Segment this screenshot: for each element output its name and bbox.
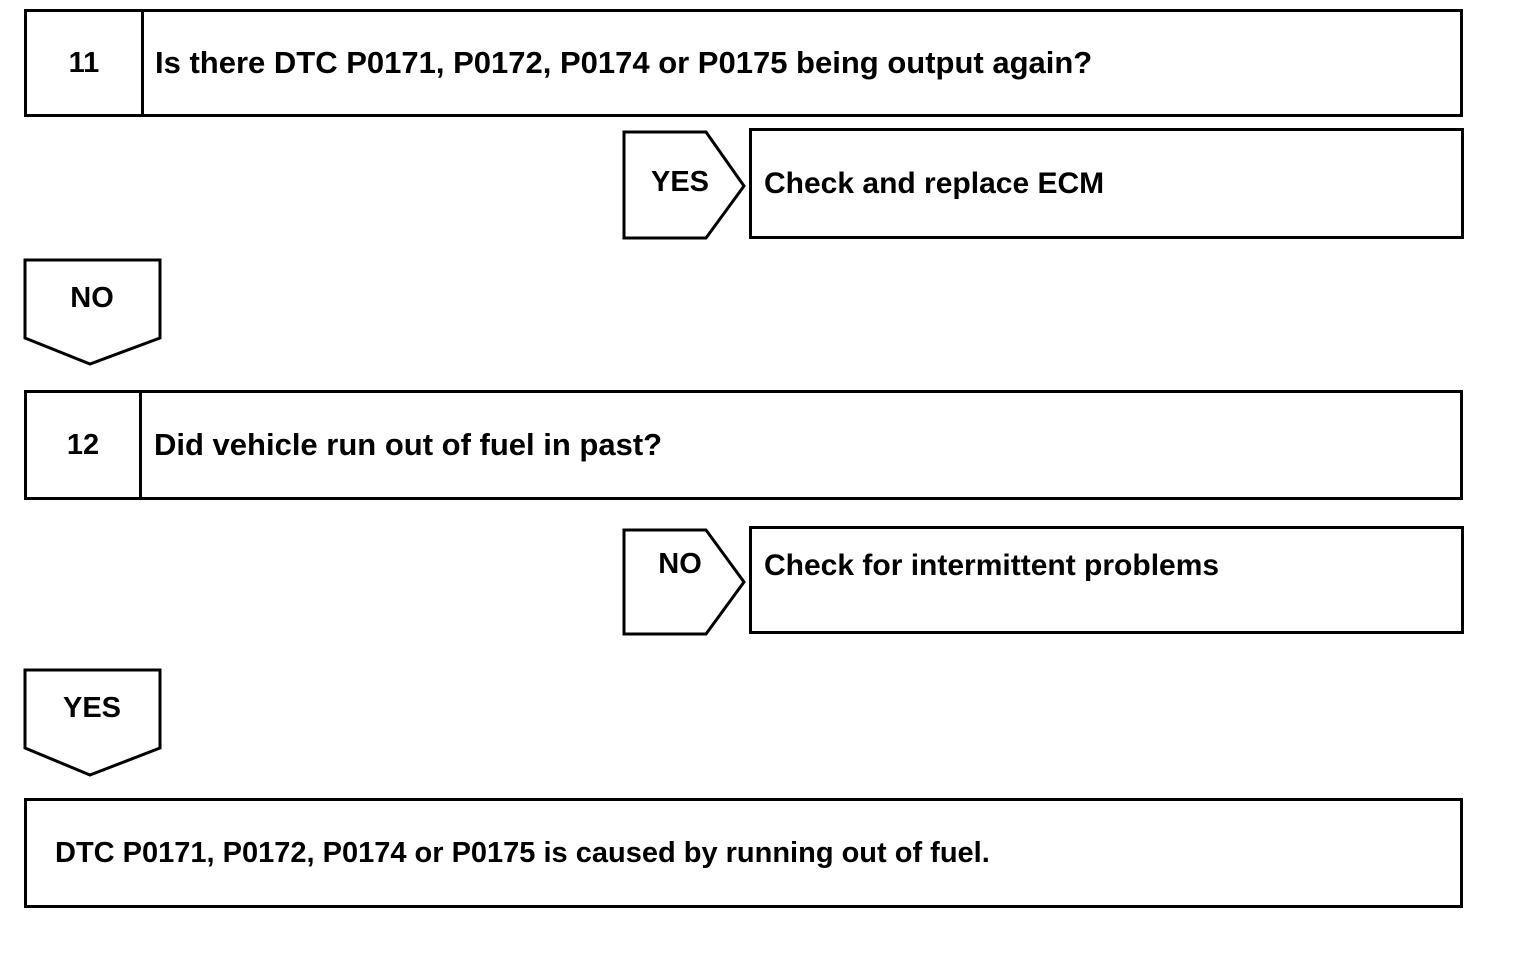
branch-label-no: NO (70, 282, 114, 314)
right-arrow-shape (622, 130, 746, 240)
step-question: Did vehicle run out of fuel in past? (154, 427, 663, 462)
branch-label-yes: YES (650, 166, 710, 198)
result-text: Check for intermittent problems (764, 549, 1220, 582)
step-11-box: 11 Is there DTC P0171, P0172, P0174 or P… (24, 9, 1463, 117)
step-number: 11 (27, 12, 144, 114)
step-question: Is there DTC P0171, P0172, P0174 or P017… (155, 45, 1093, 80)
final-result-box: DTC P0171, P0172, P0174 or P0175 is caus… (24, 798, 1463, 908)
step-12-box: 12 Did vehicle run out of fuel in past? (24, 390, 1463, 500)
result-box: Check and replace ECM (749, 128, 1464, 239)
branch-label-yes: YES (62, 692, 122, 724)
down-arrow-shape (23, 668, 162, 777)
final-result-text: DTC P0171, P0172, P0174 or P0175 is caus… (55, 836, 990, 869)
step-number: 12 (27, 393, 142, 497)
branch-label-no: NO (658, 548, 702, 580)
result-text: Check and replace ECM (764, 166, 1105, 200)
down-arrow-shape (23, 258, 162, 366)
right-arrow-shape (622, 528, 746, 636)
result-box: Check for intermittent problems (749, 526, 1464, 634)
